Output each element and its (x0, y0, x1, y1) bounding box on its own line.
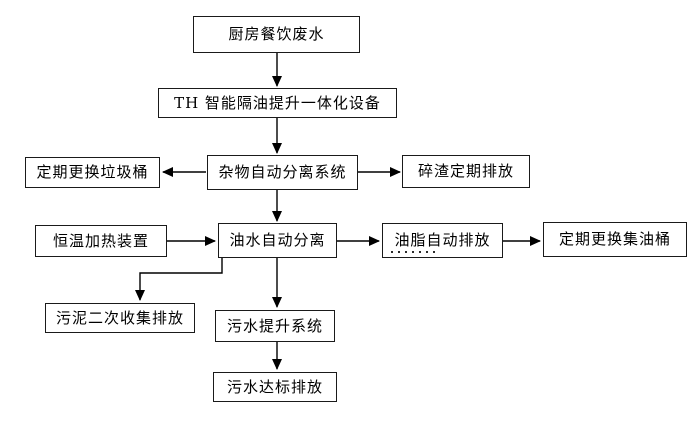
edge-oilwater-to-sludge (135, 258, 223, 301)
node-sludge-collection-discharge: 污泥二次收集排放 (45, 303, 195, 333)
node-constant-temp-heater: 恒温加热装置 (35, 225, 167, 257)
node-residue-discharge: 碎渣定期排放 (402, 155, 530, 188)
proofing-dots-artifact (391, 251, 437, 253)
node-replace-trash-bin: 定期更换垃圾桶 (25, 157, 160, 188)
node-kitchen-wastewater: 厨房餐饮废水 (193, 16, 360, 53)
node-grease-auto-discharge: 油脂自动排放 (382, 223, 503, 258)
node-sewage-lift-system: 污水提升系统 (215, 310, 335, 342)
node-oil-water-separation: 油水自动分离 (218, 223, 337, 258)
node-compliant-discharge: 污水达标排放 (213, 372, 337, 402)
node-replace-oil-drum: 定期更换集油桶 (543, 222, 687, 257)
node-th-oil-separator-device: TH 智能隔油提升一体化设备 (158, 88, 397, 118)
node-grease-label: 油脂自动排放 (394, 231, 491, 249)
node-debris-separation-system: 杂物自动分离系统 (207, 155, 358, 190)
